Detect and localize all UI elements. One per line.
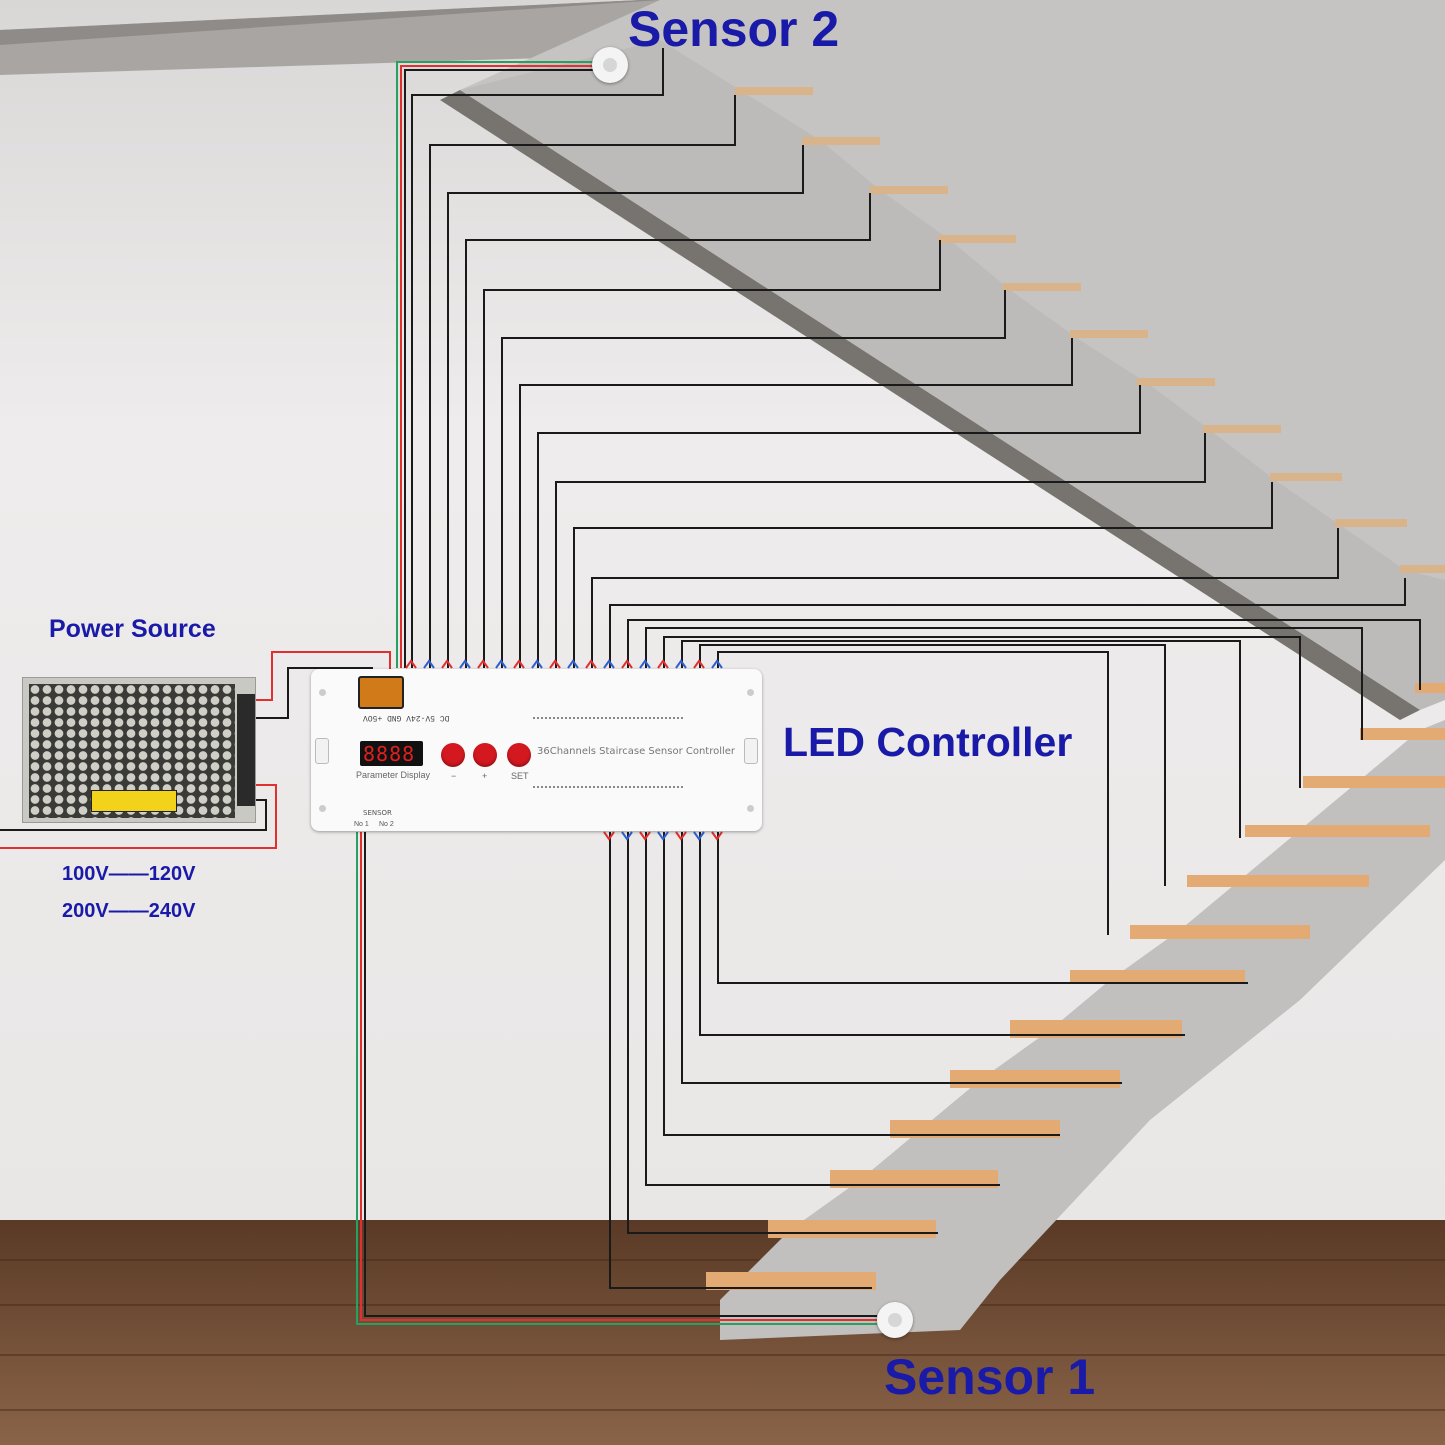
mounting-hole [747, 689, 754, 696]
sensor-2-icon [592, 47, 628, 83]
mounting-slot [744, 738, 758, 764]
led-controller-label: LED Controller [783, 719, 1073, 765]
controller-title: 36Channels Staircase Sensor Controller [537, 746, 736, 757]
sensor-port-no2: No 2 [379, 821, 394, 828]
display-digits: 8888 [363, 742, 416, 766]
power-switch[interactable] [358, 676, 404, 709]
switch-rating-text: DC 5V-24V GND +5OV [363, 713, 450, 722]
psu-vent-grid [29, 684, 235, 818]
mounting-hole [319, 805, 326, 812]
parameter-display: 8888 [360, 741, 423, 766]
plus-button-label: + [482, 771, 488, 781]
sensor-1-icon [877, 1302, 913, 1338]
power-source-label: Power Source [49, 615, 216, 643]
power-supply-icon [22, 677, 256, 823]
sensor-1-label: Sensor 1 [884, 1349, 1096, 1405]
plus-button[interactable] [473, 743, 497, 767]
voltage-range-high: 200V——240V [62, 900, 196, 922]
set-button[interactable] [507, 743, 531, 767]
upper-flight [440, 0, 1445, 720]
mounting-hole [747, 805, 754, 812]
led-controller-icon: DC 5V-24V GND +5OV 8888 Parameter Displa… [311, 669, 762, 831]
minus-button-label: − [451, 771, 457, 781]
mounting-hole [319, 689, 326, 696]
mounting-slot [315, 738, 329, 764]
display-label: Parameter Display [356, 770, 431, 780]
led-indicator-row [533, 717, 683, 719]
sensor-port-label: SENSOR [363, 809, 392, 817]
set-button-label: SET [511, 771, 529, 781]
psu-terminal-block [237, 694, 255, 806]
sensor-port-no1: No 1 [354, 821, 369, 828]
voltage-range-low: 100V——120V [62, 863, 196, 885]
minus-button[interactable] [441, 743, 465, 767]
led-indicator-row [533, 786, 683, 788]
psu-warning-label [91, 790, 177, 812]
sensor-2-label: Sensor 2 [628, 1, 840, 57]
